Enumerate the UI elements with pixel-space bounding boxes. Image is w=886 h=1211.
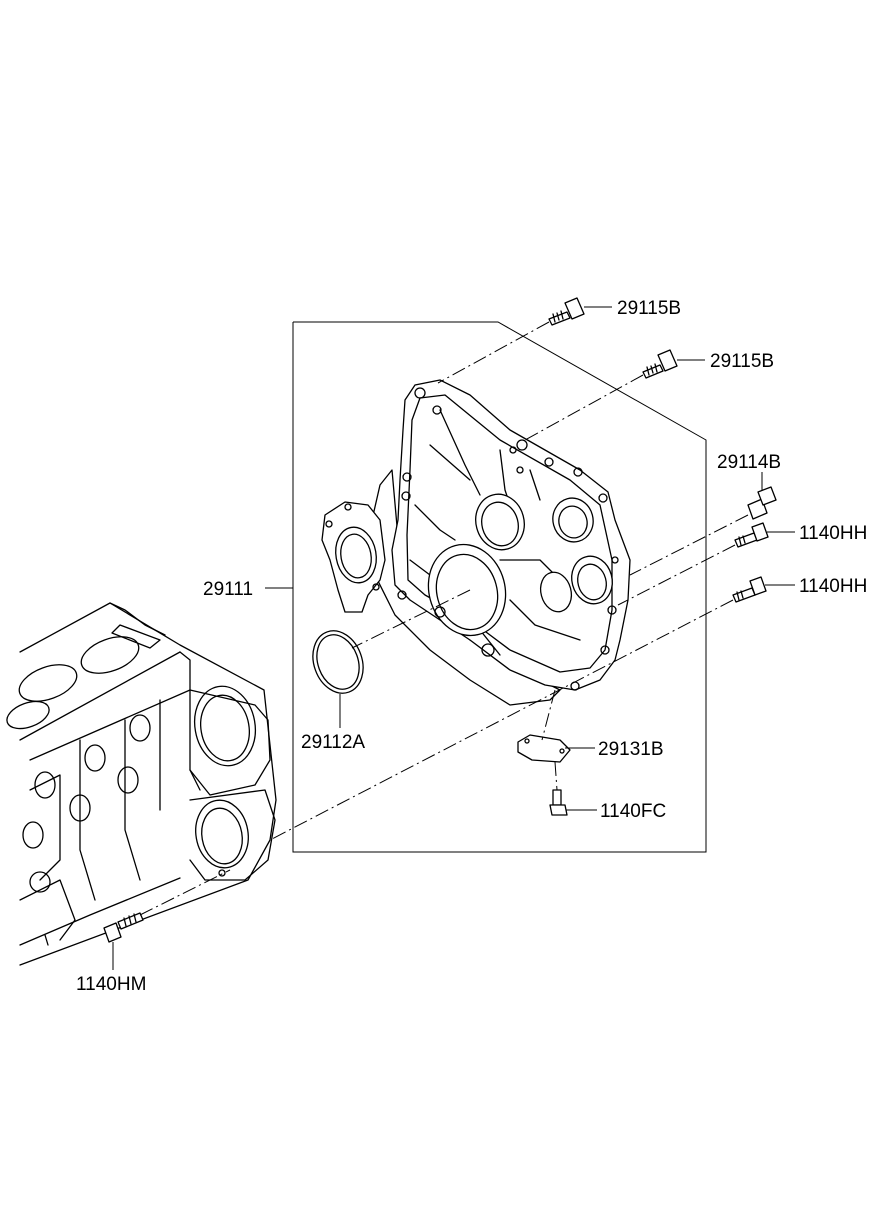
bolt-1140hm (103, 912, 144, 943)
bolt-29114b (747, 486, 777, 520)
assembly-frame (292, 321, 707, 853)
cover-plate (517, 734, 571, 763)
bolt-29115b-mid (642, 349, 678, 379)
adapter-flange (321, 501, 386, 613)
label-1140hh-top: 1140HH (799, 523, 867, 544)
label-29115b-top: 29115B (617, 298, 681, 319)
engine-block (6, 602, 277, 966)
label-1140hh-bottom: 1140HH (799, 576, 867, 597)
leader-lines (112, 306, 795, 970)
part-labels: 29115B 29115B 29114B 1140HH 1140HH 29111… (76, 298, 867, 995)
label-29114b: 29114B (717, 452, 781, 473)
bolt-1140hh-top (734, 522, 769, 548)
bolt-1140fc (549, 789, 568, 816)
alignment-lines (139, 321, 749, 916)
rear-housing (371, 379, 631, 706)
label-29115b-mid: 29115B (710, 351, 774, 372)
label-29131b: 29131B (598, 739, 664, 760)
label-1140fc: 1140FC (600, 801, 666, 822)
bolt-29115b-top (548, 297, 585, 326)
label-29112a: 29112A (301, 732, 365, 753)
bolt-1140hh-bottom (732, 576, 767, 603)
label-1140hm: 1140HM (76, 974, 146, 995)
oil-seal (312, 630, 364, 694)
label-29111: 29111 (203, 579, 253, 600)
